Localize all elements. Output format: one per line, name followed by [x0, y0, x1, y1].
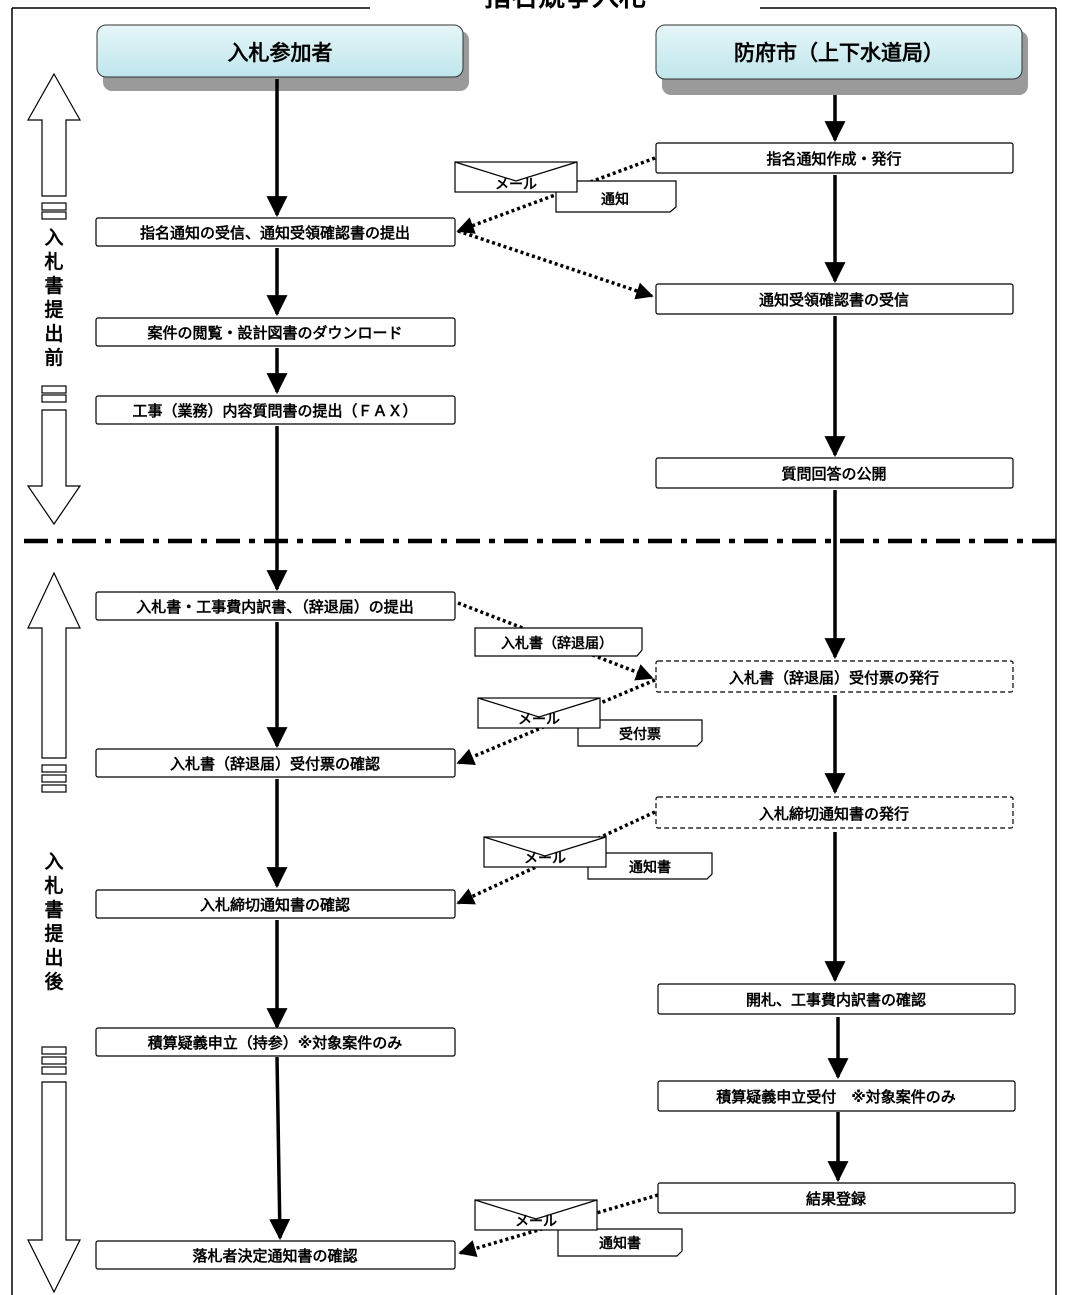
document-bid-submission: 入札書（辞退届） [474, 627, 643, 657]
lane-header-bidder: 入札参加者 [96, 24, 469, 91]
svg-text:質問回答の公開: 質問回答の公開 [781, 465, 886, 483]
svg-text:指名通知の受信、通知受領確認書の提出: 指名通知の受信、通知受領確認書の提出 [140, 224, 410, 242]
svg-text:札: 札 [43, 250, 63, 273]
diagram-title: 指名競争入札 [484, 0, 646, 13]
phase-after-indicator [27, 571, 81, 1294]
document-notice-1: 通知 [555, 180, 677, 213]
right-flow-lines [824, 95, 849, 1183]
svg-text:工事（業務）内容質問書の提出（ＦＡＸ）: 工事（業務）内容質問書の提出（ＦＡＸ） [132, 402, 417, 420]
svg-text:入札書・工事費内訳書、（辞退届）の提出: 入札書・工事費内訳書、（辞退届）の提出 [136, 598, 414, 616]
svg-text:札: 札 [43, 874, 63, 897]
svg-text:メール: メール [518, 712, 560, 728]
svg-text:入札書（辞退届）受付票の確認: 入札書（辞退届）受付票の確認 [170, 755, 380, 773]
lane-header-city: 防府市（上下水道局） [655, 24, 1028, 95]
svg-text:入: 入 [44, 227, 63, 249]
left-step-5: 入札書（辞退届）受付票の確認 [95, 748, 456, 778]
document-receipt: 受付票 [577, 719, 703, 747]
left-flow-lines [266, 79, 291, 1241]
svg-text:メール: メール [524, 851, 566, 867]
svg-text:入: 入 [44, 851, 63, 873]
svg-text:開札、工事費内訳書の確認: 開札、工事費内訳書の確認 [746, 991, 926, 1009]
svg-text:入札書（辞退届）: 入札書（辞退届） [501, 635, 613, 652]
right-step-1: 指名通知作成・発行 [655, 142, 1014, 174]
phase-after-label: 入 札 書 提 出 後 [43, 851, 64, 993]
right-step-3: 質問回答の公開 [655, 457, 1014, 489]
mail-envelope-icon-4: メール [474, 1199, 598, 1231]
left-step-4: 入札書・工事費内訳書、（辞退届）の提出 [95, 591, 456, 621]
svg-text:積算疑義申立（持参）※対象案件のみ: 積算疑義申立（持参）※対象案件のみ [147, 1034, 403, 1052]
right-step-6: 開札、工事費内訳書の確認 [657, 983, 1016, 1015]
phase-before-indicator [26, 72, 82, 526]
svg-text:結果登録: 結果登録 [806, 1190, 867, 1208]
svg-text:指名通知作成・発行: 指名通知作成・発行 [766, 150, 901, 168]
svg-text:受付票: 受付票 [619, 726, 661, 743]
right-step-8: 結果登録 [657, 1182, 1016, 1214]
document-notice-2: 通知書 [587, 852, 713, 880]
phase-before-label: 入 札 書 提 出 前 [43, 227, 64, 369]
svg-text:後: 後 [44, 970, 64, 993]
document-notice-3: 通知書 [557, 1228, 683, 1257]
svg-text:出: 出 [44, 322, 63, 345]
svg-text:メール: メール [495, 177, 537, 193]
svg-text:提: 提 [44, 298, 64, 321]
svg-text:入札締切通知書の発行: 入札締切通知書の発行 [759, 805, 909, 823]
mail-envelope-icon-1: メール [454, 161, 578, 193]
left-step-1: 指名通知の受信、通知受領確認書の提出 [95, 217, 456, 247]
svg-text:案件の閲覧・設計図書のダウンロード: 案件の閲覧・設計図書のダウンロード [146, 324, 402, 342]
svg-text:落札者決定通知書の確認: 落札者決定通知書の確認 [192, 1247, 357, 1265]
right-step-2: 通知受領確認書の受信 [655, 283, 1014, 315]
left-step-8: 落札者決定通知書の確認 [95, 1240, 456, 1270]
right-step-5: 入札締切通知書の発行 [655, 796, 1014, 829]
lane-header-bidder-label: 入札参加者 [228, 41, 333, 65]
svg-text:メール: メール [515, 1214, 557, 1230]
svg-text:積算疑義申立受付 ※対象案件のみ: 積算疑義申立受付 ※対象案件のみ [715, 1088, 956, 1106]
svg-text:出: 出 [44, 946, 63, 969]
mail-envelope-icon-2: メール [477, 697, 601, 729]
svg-text:入札締切通知書の確認: 入札締切通知書の確認 [200, 896, 350, 914]
svg-text:書: 書 [44, 899, 63, 921]
svg-text:提: 提 [44, 922, 64, 945]
svg-text:入札書（辞退届）受付票の発行: 入札書（辞退届）受付票の発行 [729, 669, 939, 687]
lane-header-city-label: 防府市（上下水道局） [734, 41, 944, 65]
svg-text:通知: 通知 [601, 191, 629, 208]
left-step-6: 入札締切通知書の確認 [95, 889, 456, 919]
svg-text:通知書: 通知書 [599, 1235, 641, 1252]
mail-envelope-icon-3: メール [483, 836, 607, 868]
svg-text:通知受領確認書の受信: 通知受領確認書の受信 [759, 291, 909, 309]
svg-text:通知書: 通知書 [629, 859, 671, 876]
left-step-7: 積算疑義申立（持参）※対象案件のみ [95, 1027, 456, 1057]
diagram-frame [11, 7, 1057, 1295]
svg-text:書: 書 [44, 275, 63, 297]
right-step-7: 積算疑義申立受付 ※対象案件のみ [657, 1080, 1016, 1112]
right-step-4: 入札書（辞退届）受付票の発行 [655, 660, 1014, 693]
left-step-2: 案件の閲覧・設計図書のダウンロード [95, 317, 456, 347]
left-step-3: 工事（業務）内容質問書の提出（ＦＡＸ） [95, 395, 456, 425]
svg-text:前: 前 [44, 346, 63, 369]
